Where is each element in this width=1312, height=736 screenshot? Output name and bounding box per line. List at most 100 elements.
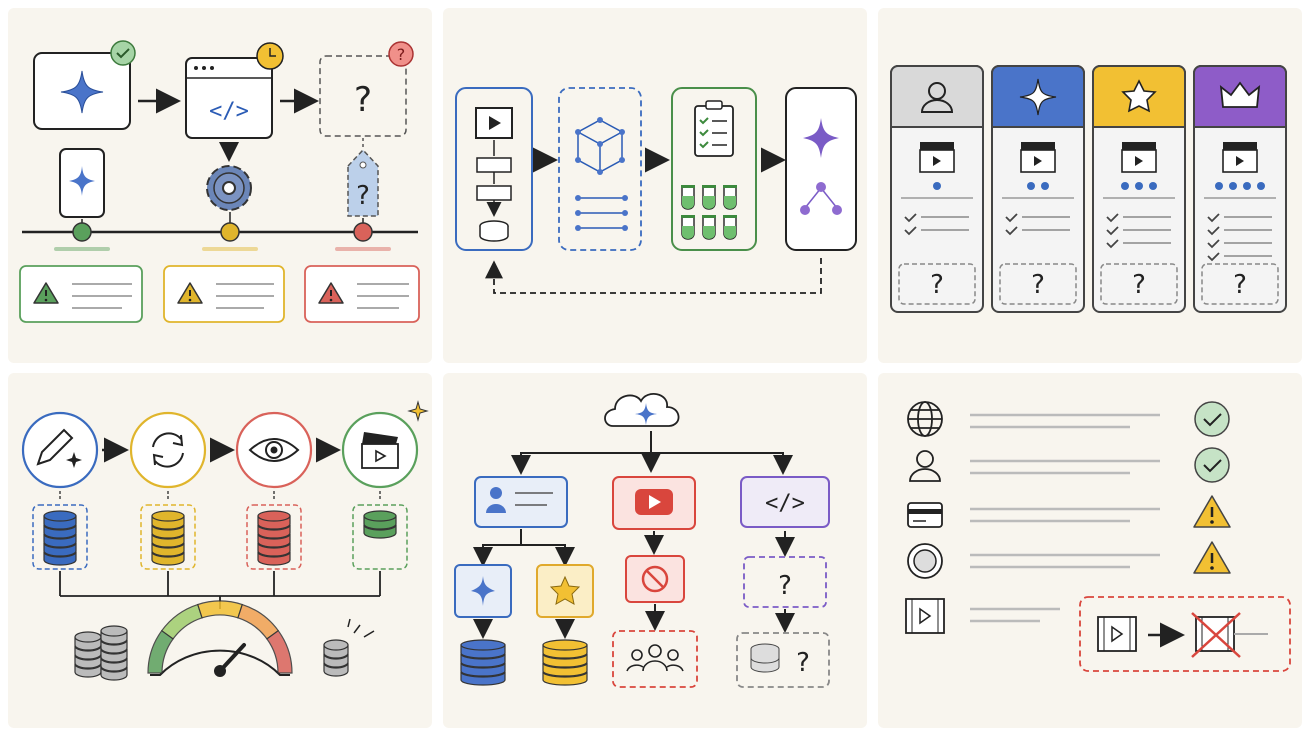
clapperboard-icon [1222, 142, 1258, 173]
price-tag-icon: ? [347, 148, 379, 217]
phone-icon [59, 148, 105, 218]
check-icon [1207, 226, 1220, 236]
removed-video-box [1079, 596, 1291, 672]
blocked-icon [641, 565, 669, 593]
training-loop-diagram [455, 87, 857, 294]
test-tube-icon [723, 215, 737, 240]
check-icon [1207, 213, 1220, 223]
coin-stack-icon [323, 639, 349, 677]
clapperboard-icon [1121, 142, 1157, 173]
video-flow-step [455, 87, 533, 251]
data-bucket-view [246, 504, 302, 570]
unknown-storage-card: ? [736, 632, 830, 688]
audience-card [612, 630, 698, 688]
clapperboard-icon [1020, 142, 1056, 173]
creative-workflow-diagram [21, 400, 429, 681]
check-icon [1005, 213, 1018, 223]
video-card [612, 476, 696, 530]
pencil-icon [36, 428, 74, 466]
profile-card [474, 476, 568, 528]
workflow-step-view [235, 411, 313, 489]
code-card: </> [740, 476, 830, 528]
tag-unknown-mark: ? [356, 181, 370, 211]
refresh-icon [152, 432, 182, 448]
code-glyph: </> [765, 491, 805, 516]
warning-card-unknown [304, 265, 420, 323]
database-icon [542, 639, 588, 686]
test-tube-icon [702, 185, 716, 210]
panel-creative-workflow [8, 373, 432, 728]
spark-tile [454, 564, 512, 618]
concept-box [33, 40, 136, 130]
timeline-marker-concept [72, 222, 92, 242]
database-icon [43, 510, 77, 566]
tier-card-user: ? [890, 65, 984, 313]
group-icon [626, 644, 684, 672]
embedding-step [558, 87, 642, 251]
feedback-loop-arrow [485, 258, 822, 294]
database-icon [257, 510, 291, 566]
warning-icon [1193, 495, 1231, 528]
check-icon [1207, 239, 1220, 249]
warning-card-concept [19, 265, 143, 323]
clapperboard-icon [361, 443, 399, 469]
code-glyph: </> [209, 99, 249, 124]
check-icon [904, 226, 917, 236]
card-icon [907, 502, 943, 528]
tier-unknown-mark: ? [1132, 270, 1146, 300]
workflow-step-refresh [129, 411, 207, 489]
tier-unknown-mark: ? [930, 270, 944, 300]
spark-icon [803, 118, 839, 158]
check-icon [1207, 252, 1220, 262]
panel-training-loop [443, 8, 867, 363]
check-circle-icon [1194, 447, 1230, 483]
test-tube-icon [681, 185, 695, 210]
blocked-card [625, 555, 685, 603]
data-bucket-video [352, 504, 408, 570]
tier-card-crown: ? [1193, 65, 1287, 313]
clipboard-icon [694, 105, 734, 157]
check-icon [1106, 226, 1119, 236]
crown-icon [1219, 81, 1261, 108]
storage-unknown-mark: ? [796, 648, 810, 678]
speed-gauge [147, 600, 293, 677]
check-icon [904, 213, 917, 223]
check-icon [1106, 213, 1119, 223]
timeline-marker-code [220, 222, 240, 242]
test-tube-icon [723, 185, 737, 210]
coin-stack-icon [74, 631, 102, 678]
check-badge-icon [110, 40, 136, 66]
panel-content-routing: </> ? ? [443, 373, 867, 728]
tree-icon [800, 182, 842, 215]
unknown-mark: ? [778, 571, 792, 601]
database-icon [460, 639, 506, 686]
person-icon [909, 450, 941, 482]
coin-stack-icon [100, 625, 128, 681]
warning-icon [1193, 541, 1231, 574]
clapperboard-icon [919, 142, 955, 173]
spark-icon [1019, 78, 1057, 116]
unknown-card: ? [743, 556, 827, 608]
panel-plan-tiers: ???? [878, 8, 1302, 363]
spark-icon [635, 403, 657, 425]
plan-tiers-diagram: ???? [890, 65, 1287, 313]
unknown-box: ? ? [319, 41, 414, 137]
warning-card-code [163, 265, 285, 323]
release-pipeline-diagram: </> ? ? ? [19, 40, 420, 323]
tier-card-spark: ? [991, 65, 1085, 313]
sparkle-icon [407, 400, 429, 422]
database-icon [363, 510, 397, 539]
data-bucket-edit [32, 504, 88, 570]
star-tile [536, 564, 594, 618]
star-icon [1121, 79, 1157, 113]
test-tube-icon [702, 215, 716, 240]
evaluation-step [671, 87, 757, 251]
timeline-marker-unknown [353, 222, 373, 242]
tier-unknown-mark: ? [1233, 270, 1247, 300]
spark-icon [60, 70, 104, 114]
workflow-step-video [341, 411, 419, 489]
film-icon [905, 598, 945, 634]
svg-text:?: ? [397, 45, 406, 64]
tier-card-star: ? [1092, 65, 1186, 313]
check-icon [1106, 239, 1119, 249]
